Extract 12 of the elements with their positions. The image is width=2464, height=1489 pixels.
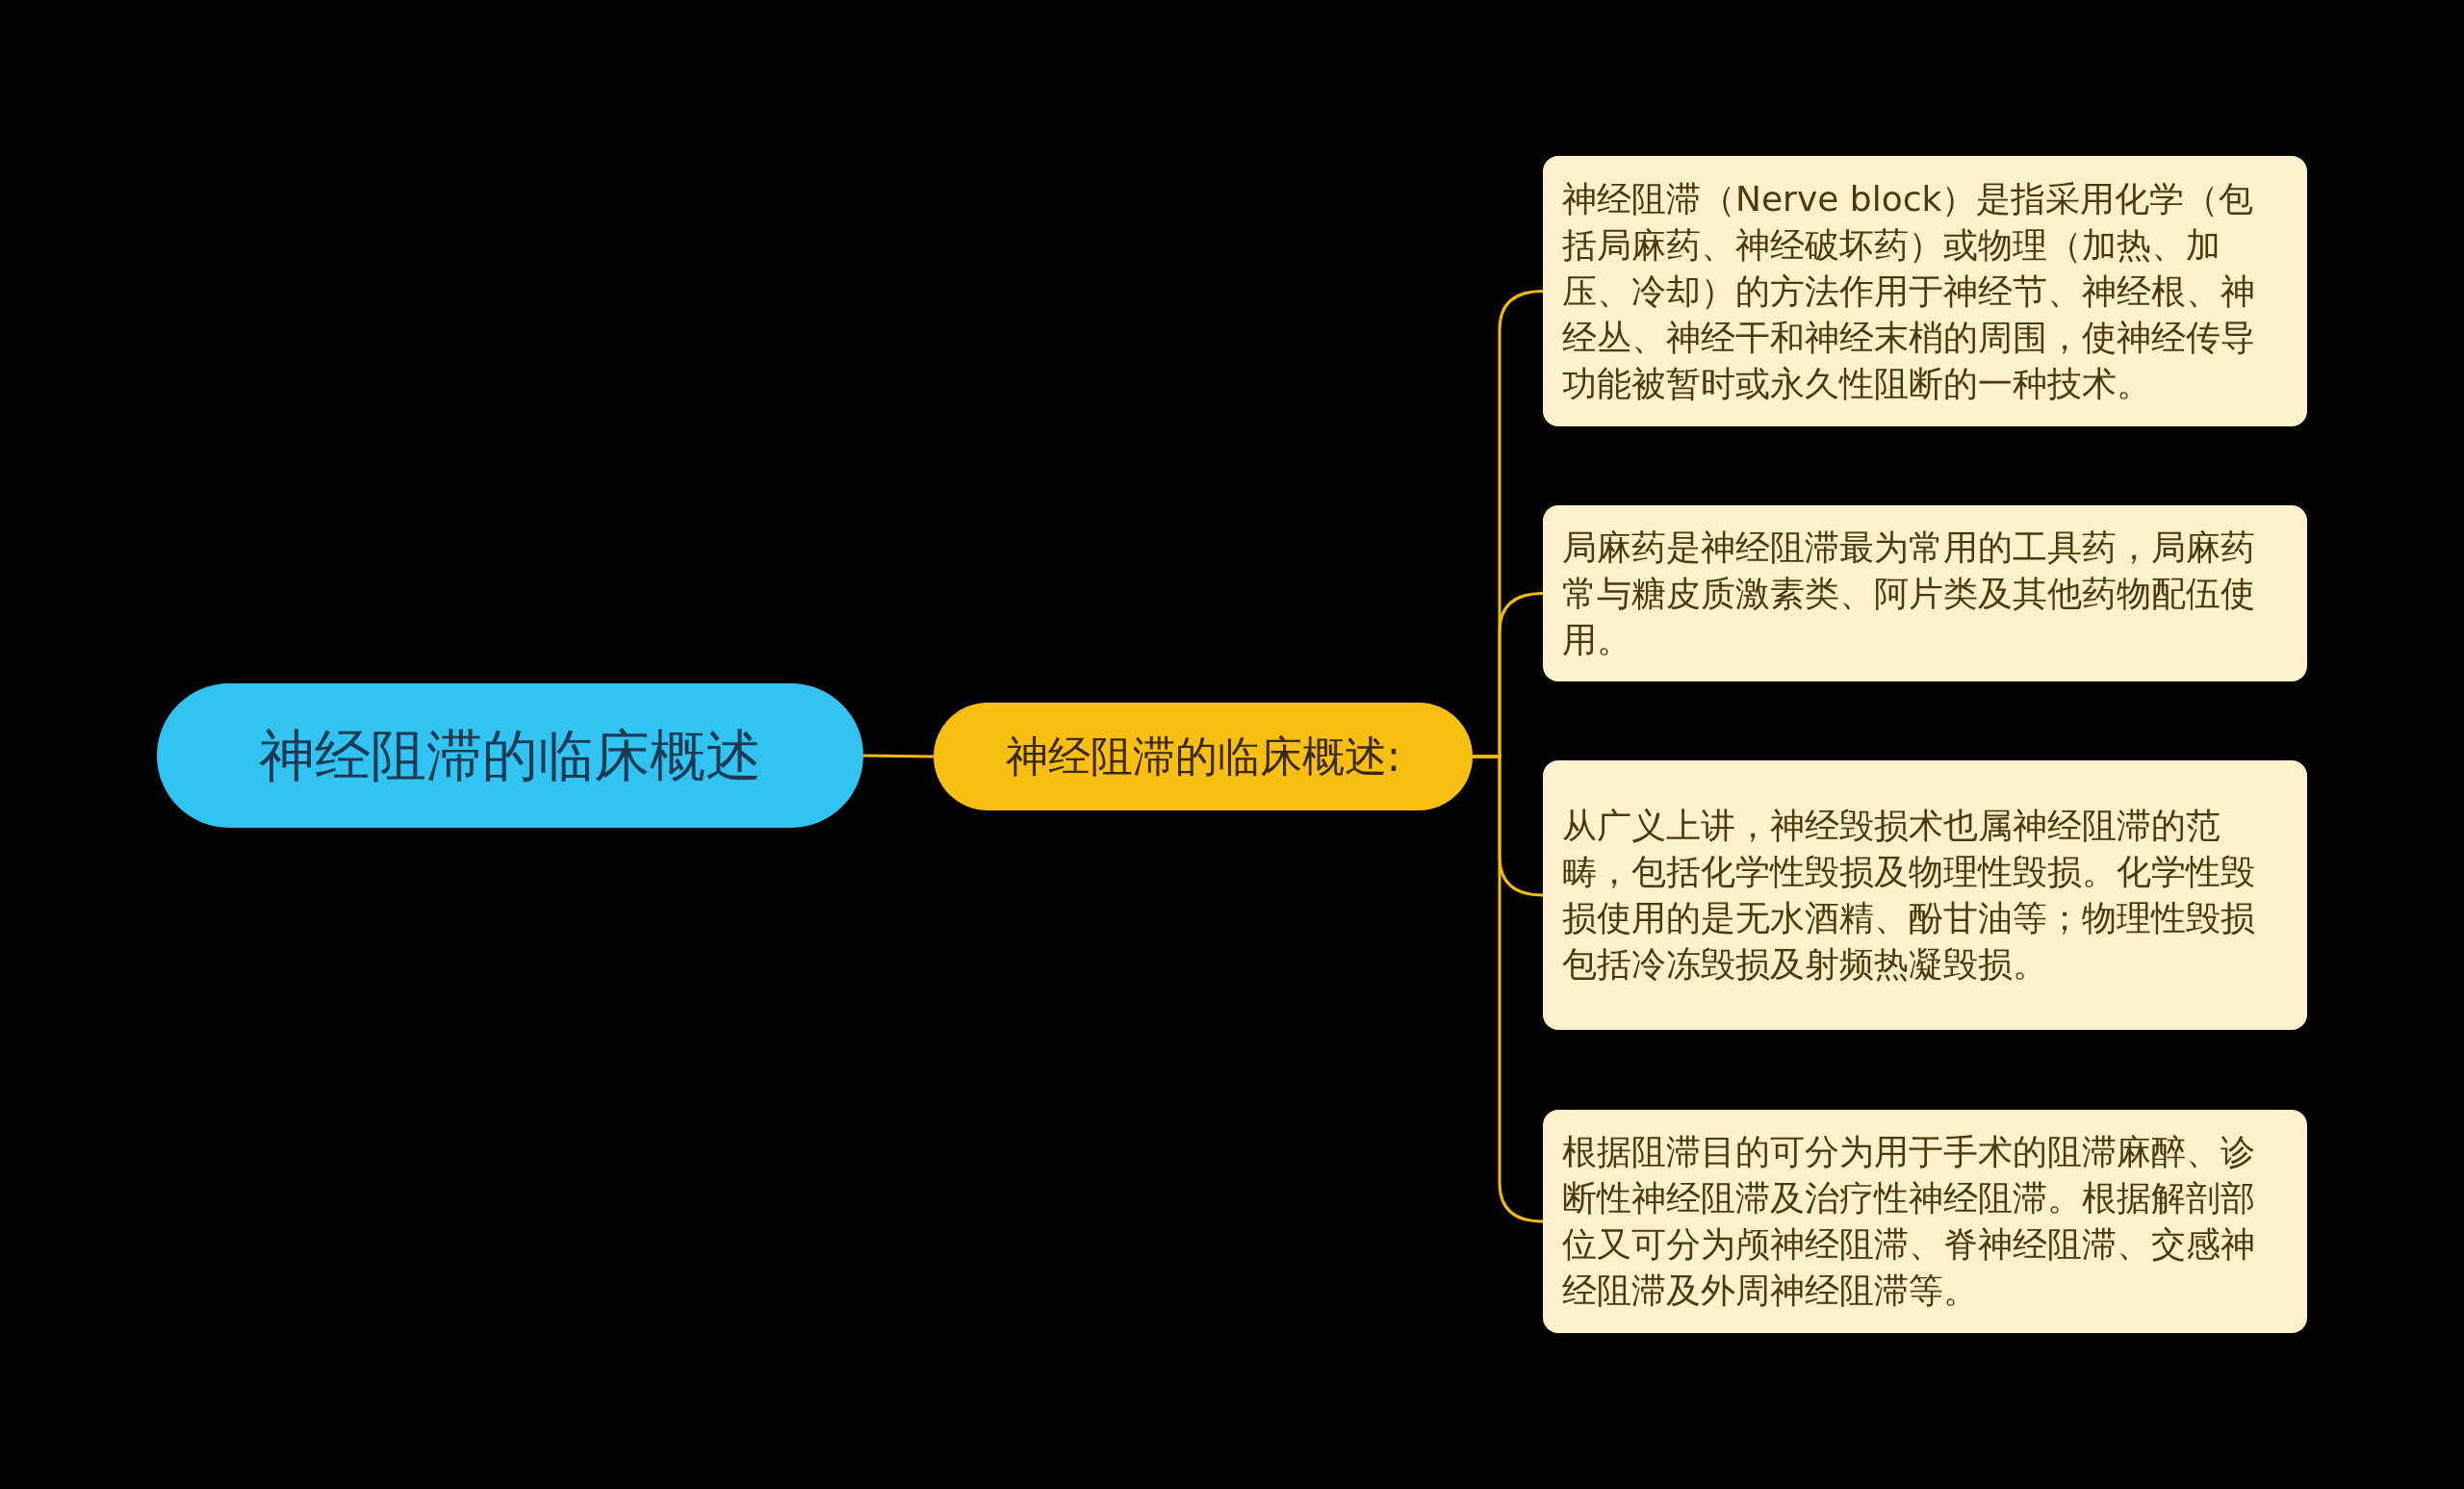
node-text: 根据阻滞目的可分为用于手术的阻滞麻醉、诊断性神经阻滞及治疗性神经阻滞。根据解剖部位又可分为颅神经阻滞、脊神经阻滞、交感神经阻滞及外周神经阻滞等。 bbox=[1562, 1131, 2256, 1312]
node-text: 局麻药是神经阻滞最为常用的工具药，局麻药常与糖皮质激素类、阿片类及其他药物配伍使用。 bbox=[1562, 526, 2256, 661]
note-card bbox=[1543, 156, 2307, 426]
note-card bbox=[1543, 505, 2307, 681]
node-text: 神经阻滞（Nerve block）是指采用化学（包括局麻药、神经破坏药）或物理（加热、加压、冷却）的方法作用于神经节、神经根、神经丛、神经干和神经末梢的周围，使神经传导功能被暂时或永久性阻断的一种技术。 bbox=[1562, 177, 2256, 405]
node-text: 从广义上讲，神经毁损术也属神经阻滞的范畴，包括化学性毁损及物理性毁损。化学性毁损使用的是无水酒精、酚甘油等；物理性毁损包括冷冻毁损及射频热凝毁损。 bbox=[1562, 805, 2256, 986]
connector-line bbox=[862, 754, 935, 758]
node-text: 神经阻滞的临床概述: bbox=[1005, 731, 1401, 783]
note-card bbox=[1543, 760, 2307, 1030]
note-card bbox=[1543, 1110, 2307, 1333]
node-text: 神经阻滞的临床概述 bbox=[259, 721, 761, 790]
connector-line bbox=[1473, 755, 1544, 1223]
